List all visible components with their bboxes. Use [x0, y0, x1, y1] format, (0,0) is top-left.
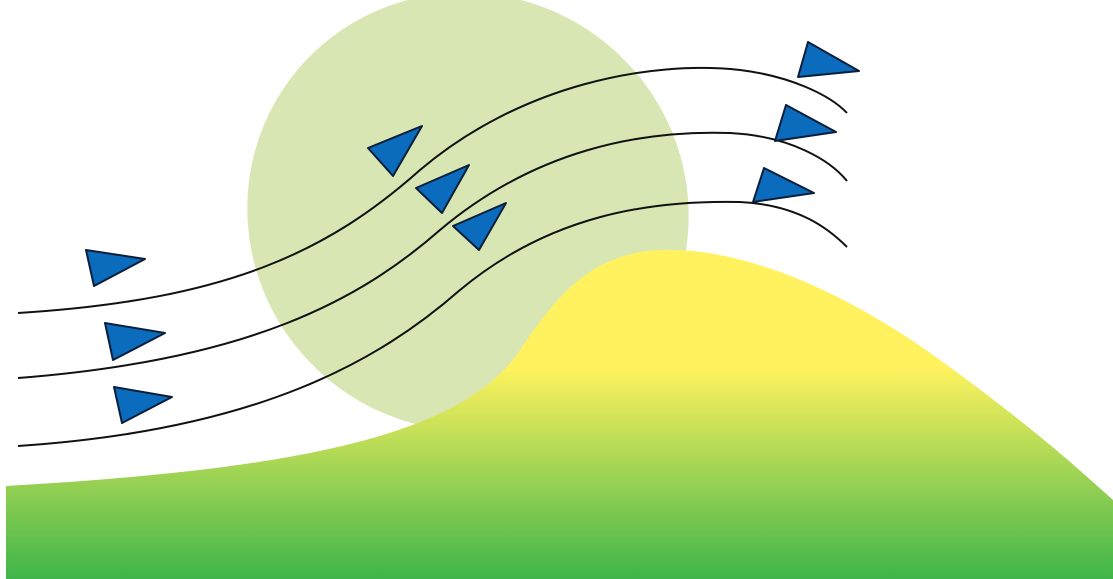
airflow-over-hill-diagram	[0, 0, 1113, 579]
